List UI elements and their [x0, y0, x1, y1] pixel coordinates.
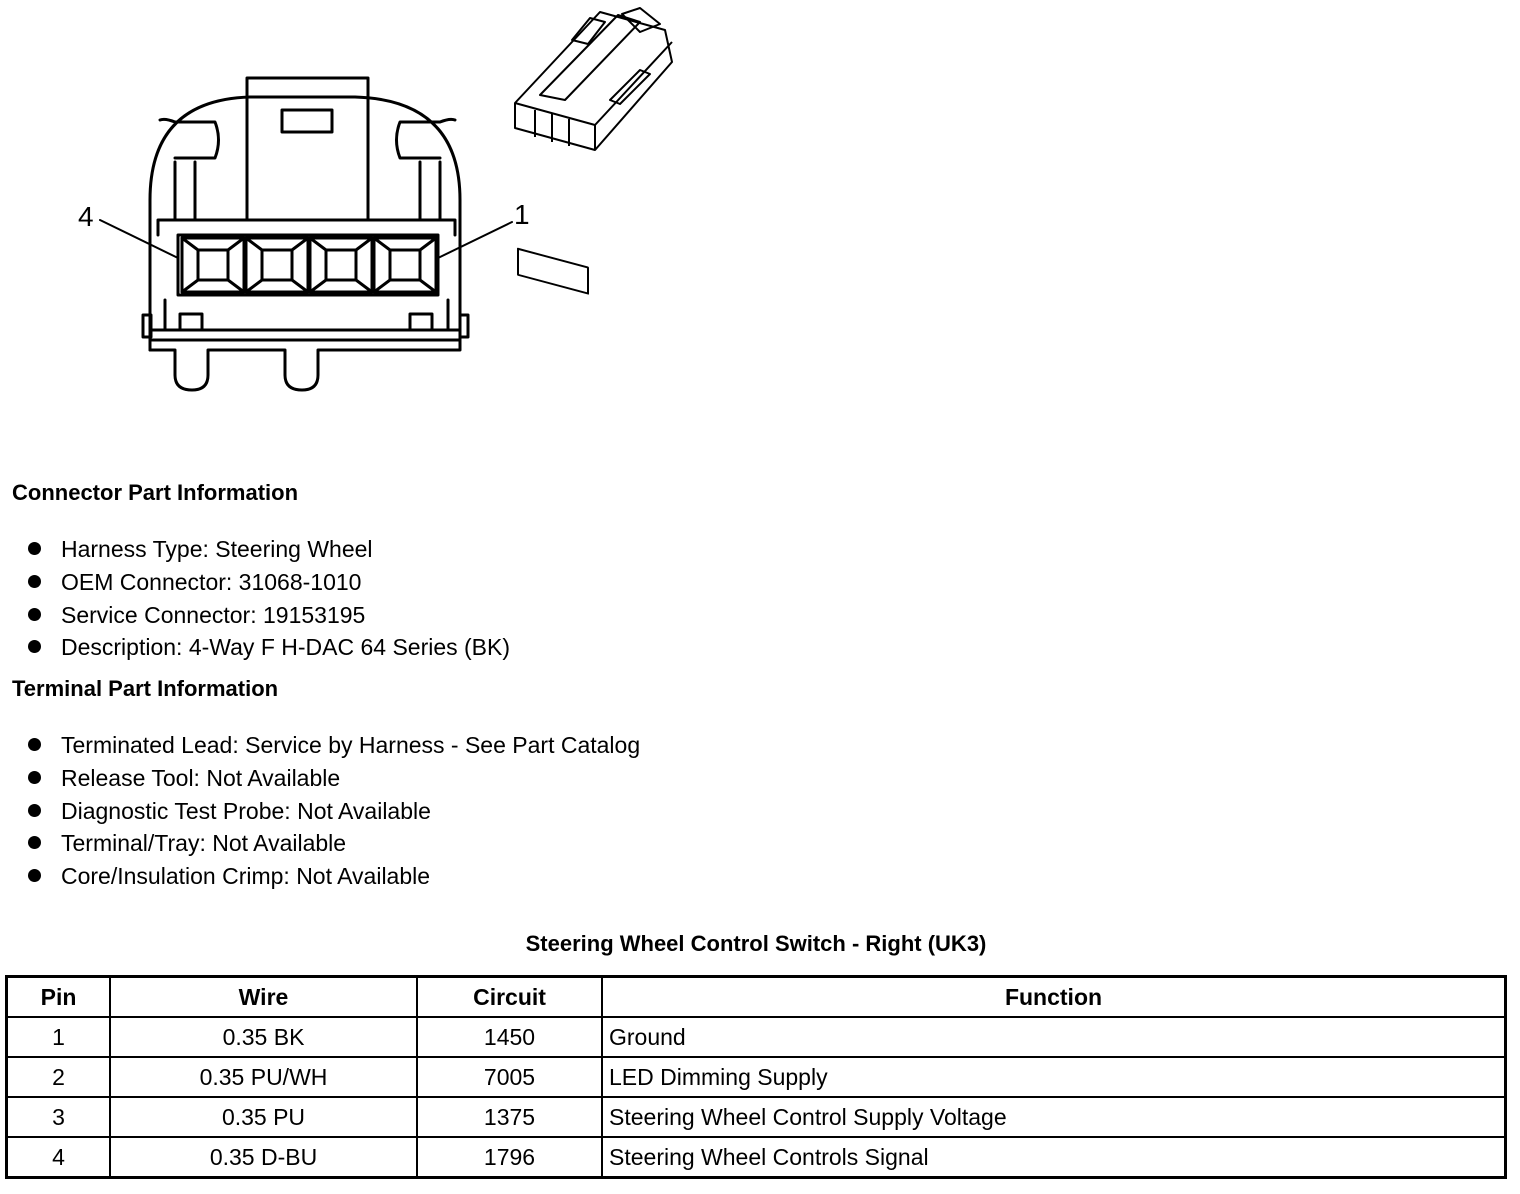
list-item: Service Connector: 19153195: [28, 601, 510, 634]
header-wire: Wire: [109, 975, 418, 1018]
list-item-text: Core/Insulation Crimp: Not Available: [61, 863, 431, 890]
list-item: Release Tool: Not Available: [28, 764, 640, 797]
connector-part-info-list: Harness Type: Steering Wheel OEM Connect…: [28, 535, 510, 666]
cell-circuit: 7005: [416, 1056, 603, 1098]
cell-circuit: 1796: [416, 1136, 603, 1179]
cell-pin: 4: [5, 1136, 111, 1179]
bullet-icon: [28, 738, 41, 751]
header-circuit: Circuit: [416, 975, 603, 1018]
list-item: Description: 4-Way F H-DAC 64 Series (BK…: [28, 633, 510, 666]
pin-table-title: Steering Wheel Control Switch - Right (U…: [525, 931, 987, 956]
connector-part-info-heading: Connector Part Information: [12, 480, 299, 505]
cell-wire: 0.35 PU/WH: [109, 1056, 418, 1098]
cell-circuit: 1375: [416, 1096, 603, 1138]
list-item-text: Terminated Lead: Service by Harness - Se…: [61, 732, 641, 758]
terminal-cavities: [180, 236, 438, 294]
header-pin: Pin: [5, 975, 111, 1018]
cell-pin: 1: [5, 1016, 111, 1058]
connector-latch: [245, 76, 370, 122]
table-row: 4 0.35 D-BU 1796 Steering Wheel Controls…: [5, 1136, 1507, 1179]
header-function: Function: [601, 975, 1507, 1018]
cell-wire: 0.35 D-BU: [109, 1136, 418, 1179]
list-item-text: Service Connector: 19153195: [61, 601, 366, 628]
cell-circuit: 1450: [416, 1016, 603, 1058]
list-item-text: OEM Connector: 31068-1010: [61, 568, 362, 595]
list-item-text: Diagnostic Test Probe: Not Available: [61, 797, 431, 824]
connector-isometric-view: [514, 7, 673, 295]
list-item: Diagnostic Test Probe: Not Available: [28, 797, 640, 830]
cell-pin: 3: [5, 1096, 111, 1138]
list-item-text: Harness Type: Steering Wheel: [61, 536, 373, 562]
bullet-icon: [28, 574, 41, 588]
bullet-icon: [28, 836, 41, 850]
table-header-row: Pin Wire Circuit Function: [5, 975, 1507, 1018]
cell-wire: 0.35 PU: [109, 1096, 418, 1138]
cell-function: LED Dimming Supply: [601, 1056, 1507, 1098]
pin4-leader: [99, 219, 179, 259]
latch-window: [280, 108, 334, 134]
list-item: Terminated Lead: Service by Harness - Se…: [28, 731, 640, 764]
list-item: Core/Insulation Crimp: Not Available: [28, 862, 640, 895]
terminal-part-info-list: Terminated Lead: Service by Harness - Se…: [28, 731, 640, 895]
table-row: 1 0.35 BK 1450 Ground: [5, 1016, 1507, 1058]
cell-function: Ground: [601, 1016, 1507, 1058]
terminal-part-info-heading: Terminal Part Information: [12, 676, 279, 701]
list-item: Terminal/Tray: Not Available: [28, 829, 640, 862]
cell-function: Steering Wheel Controls Signal: [601, 1136, 1507, 1179]
bullet-icon: [28, 640, 41, 654]
bullet-icon: [28, 803, 41, 817]
terminal-cavity-block: [176, 233, 440, 297]
connector-diagram: 4 1: [78, 7, 673, 392]
bullet-icon: [28, 542, 41, 555]
pin-label-4: 4: [78, 201, 94, 232]
cell-pin: 2: [5, 1056, 111, 1098]
bullet-icon: [28, 607, 41, 621]
connector-housing-outline: [148, 95, 462, 342]
list-item-text: Release Tool: Not Available: [61, 764, 341, 791]
bullet-icon: [28, 770, 41, 784]
cell-wire: 0.35 BK: [109, 1016, 418, 1058]
list-item: Harness Type: Steering Wheel: [28, 535, 510, 568]
list-item: OEM Connector: 31068-1010: [28, 568, 510, 601]
pin1-leader: [437, 221, 513, 259]
pin-label-1: 1: [514, 199, 530, 230]
table-row: 2 0.35 PU/WH 7005 LED Dimming Supply: [5, 1056, 1507, 1098]
bullet-icon: [28, 869, 41, 883]
list-item-text: Terminal/Tray: Not Available: [61, 830, 347, 857]
list-item-text: Description: 4-Way F H-DAC 64 Series (BK…: [61, 634, 511, 661]
pin-table: Pin Wire Circuit Function 1 0.35 BK 1450…: [5, 975, 1507, 1179]
cell-function: Steering Wheel Control Supply Voltage: [601, 1096, 1507, 1138]
table-row: 3 0.35 PU 1375 Steering Wheel Control Su…: [5, 1096, 1507, 1138]
